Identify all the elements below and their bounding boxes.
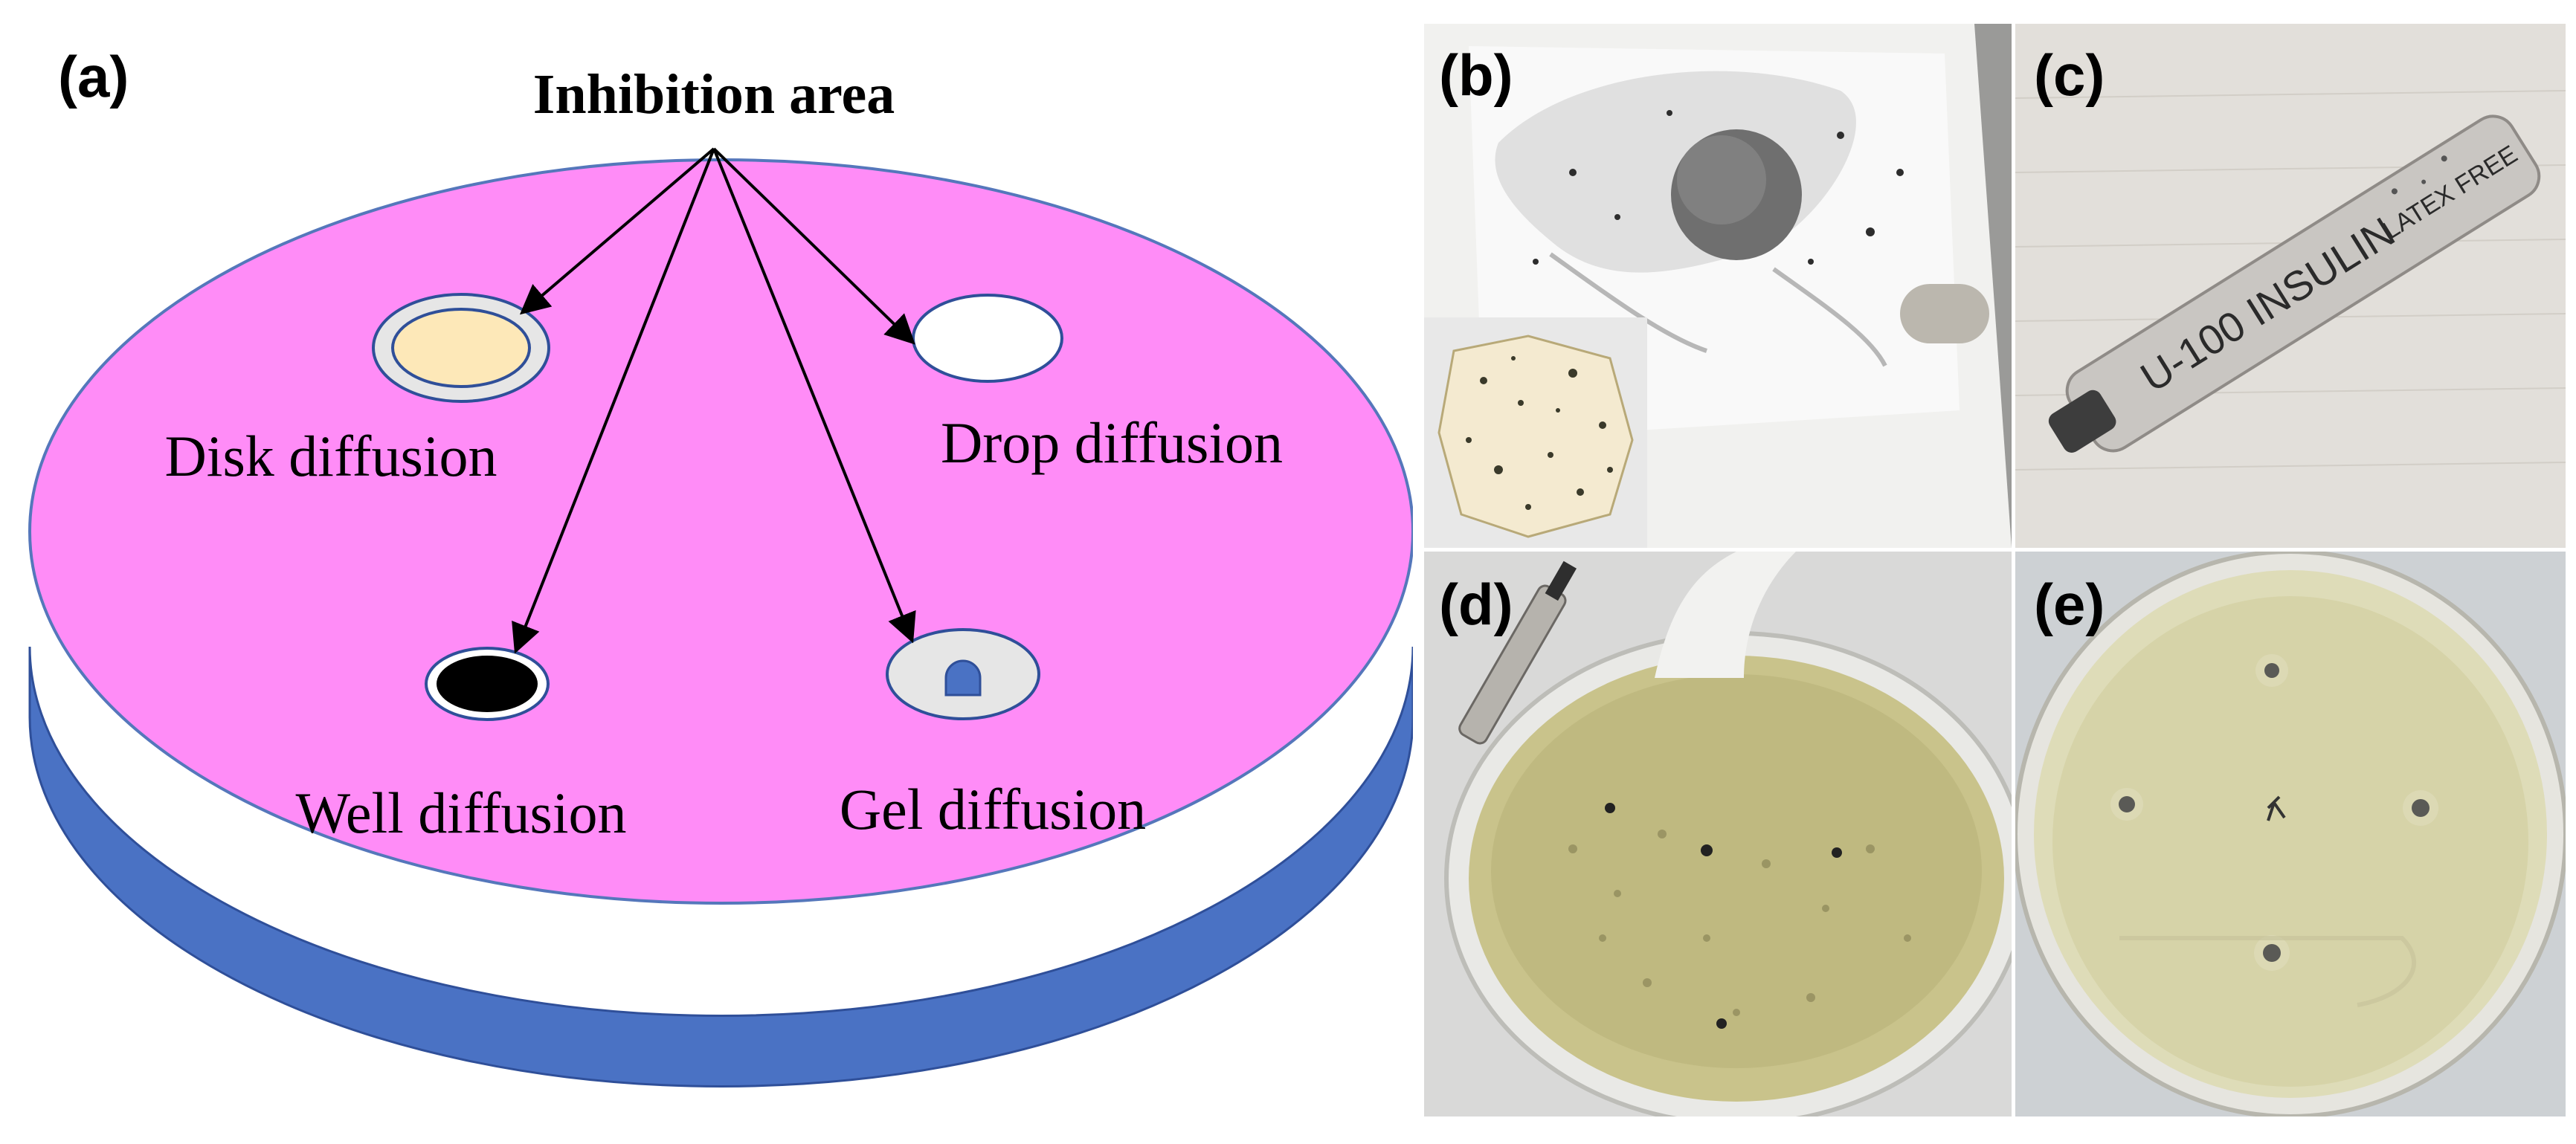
disk-diffusion-label: Disk diffusion [164, 424, 497, 488]
panel-e-photo [2015, 552, 2566, 1116]
panel-d-photo [1424, 552, 2012, 1116]
disk-diffusion-marker [372, 293, 550, 403]
panel-c-letter: (c) [2034, 42, 2105, 108]
panel-d-letter: (d) [1439, 572, 1513, 637]
panel-b-letter: (b) [1439, 42, 1513, 108]
plate-side [28, 646, 1413, 1088]
drop-diffusion-label: Drop diffusion [941, 410, 1283, 475]
gel-diffusion-marker [886, 628, 1040, 720]
panel-a-letter: (a) [58, 44, 129, 109]
well-diffusion-marker [425, 647, 550, 721]
well-diffusion-label: Well diffusion [295, 781, 626, 845]
panel-c-photo: U-100 INSULIN LATEX FREE [2015, 24, 2566, 548]
drop-diffusion-marker [912, 294, 1063, 383]
inhibition-area-heading: Inhibition area [533, 63, 895, 126]
panel-e-letter: (e) [2034, 572, 2105, 637]
inhibition-arrows [512, 147, 916, 654]
gel-diffusion-label: Gel diffusion [840, 777, 1146, 841]
plate-top [28, 158, 1413, 905]
panel-b-photo [1424, 24, 2012, 548]
panel-a-diagram: Inhibition area Disk diffusion Drop diff… [28, 63, 1413, 1088]
